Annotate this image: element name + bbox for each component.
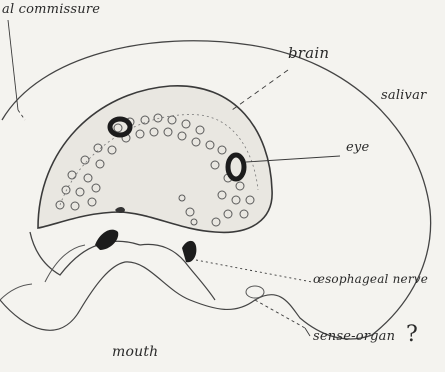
oesophageal-leader: [196, 260, 312, 282]
brain-leader: [232, 70, 288, 110]
sense-organ: [246, 286, 264, 298]
left-lip: [0, 284, 32, 300]
sense-organ-leader-2: [305, 328, 310, 336]
label-oesophageal: œsophageal nerve: [313, 272, 428, 286]
label-brain: brain: [288, 44, 329, 62]
stomodeal-curve: [45, 245, 85, 282]
commissure-leader: [8, 20, 18, 110]
label-mouth: mouth: [112, 344, 158, 360]
nerve-blob-left: [95, 230, 118, 250]
nerve-blob-right: [182, 241, 196, 262]
label-salivary: salivar: [381, 88, 426, 103]
label-commissure: al commissure: [2, 2, 100, 17]
label-eye: eye: [346, 140, 369, 155]
label-question: ?: [406, 322, 418, 347]
brain-outline: [38, 86, 272, 233]
label-sense-organ: sense-organ: [313, 329, 395, 344]
commissure-leader-2: [18, 110, 25, 120]
mouth-left-lobe: [30, 232, 140, 275]
